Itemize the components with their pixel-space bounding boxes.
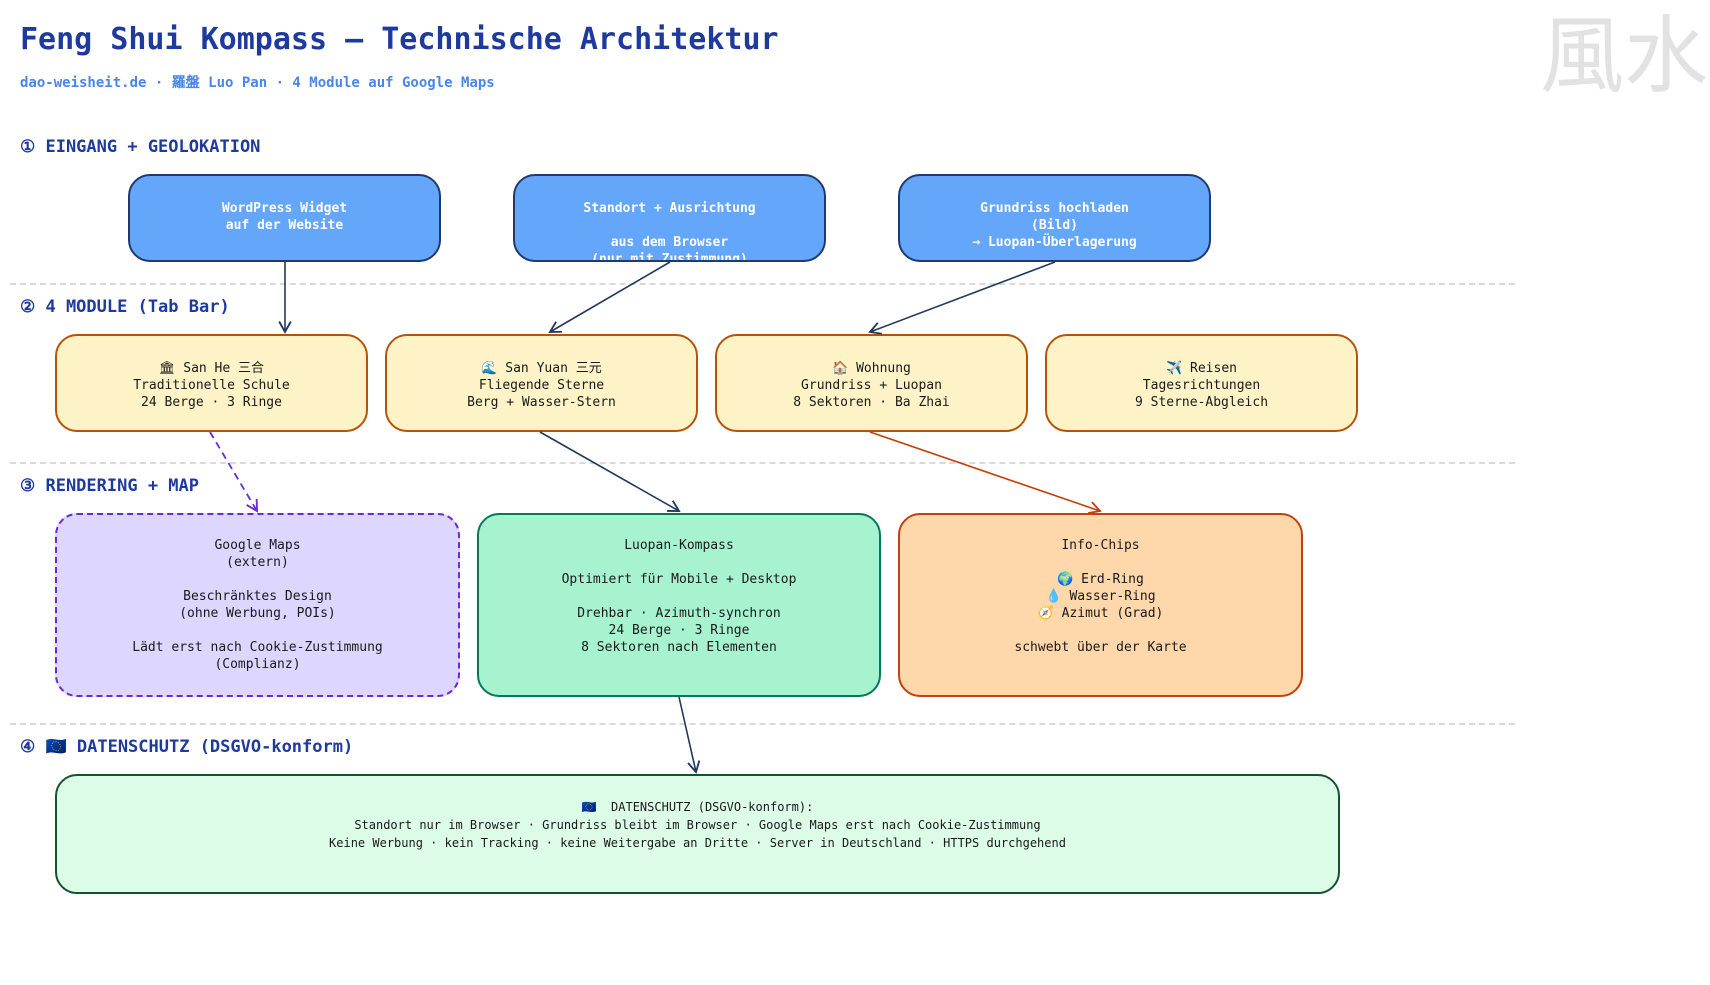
arrow-sanhe-to-maps <box>209 431 258 513</box>
page-subtitle: dao-weisheit.de · 羅盤 Luo Pan · 4 Module … <box>20 75 495 91</box>
node-label: ✈️ Reisen Tagesrichtungen 9 Sterne-Abgle… <box>1134 361 1269 410</box>
node-standort-ausrichtung: Standort + Ausrichtung aus dem Browser (… <box>513 174 826 262</box>
node-label: Luopan-Kompass Optimiert für Mobile + De… <box>561 538 797 655</box>
node-datenschutz: 🇪🇺 DATENSCHUTZ (DSGVO-konform): Standort… <box>55 774 1340 894</box>
page-title: Feng Shui Kompass — Technische Architekt… <box>20 22 779 57</box>
module-wohnung: 🏠 Wohnung Grundriss + Luopan 8 Sektoren … <box>715 334 1028 432</box>
watermark-feng-shui: 風水 <box>1540 7 1709 105</box>
arrow-grundriss-to-wohnung <box>868 261 1056 335</box>
node-label: 🏠 Wohnung Grundriss + Luopan 8 Sektoren … <box>793 361 950 410</box>
node-label: Info-Chips 🌍 Erd-Ring 💧 Wasser-Ring 🧭 Az… <box>1014 538 1187 655</box>
node-google-maps: Google Maps (extern) Beschränktes Design… <box>55 513 460 697</box>
node-luopan-kompass: Luopan-Kompass Optimiert für Mobile + De… <box>477 513 881 697</box>
node-label: Grundriss hochladen (Bild) → Luopan-Über… <box>972 201 1137 250</box>
node-label: 🏛 San He 三合 Traditionelle Schule 24 Berg… <box>133 361 290 410</box>
node-grundriss-hochladen: Grundriss hochladen (Bild) → Luopan-Über… <box>898 174 1211 262</box>
arrow-wohnung-to-chips <box>869 431 1102 515</box>
node-info-chips: Info-Chips 🌍 Erd-Ring 💧 Wasser-Ring 🧭 Az… <box>898 513 1303 697</box>
section-divider <box>10 462 1515 464</box>
node-label: Google Maps (extern) Beschränktes Design… <box>132 538 383 672</box>
arrow-sanyuan-to-luopan <box>539 431 681 512</box>
section-label-eingang: ① EINGANG + GEOLOKATION <box>20 137 261 157</box>
node-label: 🇪🇺 DATENSCHUTZ (DSGVO-konform): Standort… <box>329 800 1066 850</box>
node-wordpress-widget: WordPress Widget auf der Website <box>128 174 441 262</box>
node-label: WordPress Widget auf der Website <box>221 201 348 233</box>
arrow-standort-to-sanyuan <box>548 261 671 333</box>
section-label-datenschutz: ④ 🇪🇺 DATENSCHUTZ (DSGVO-konform) <box>20 737 354 757</box>
section-label-rendering: ③ RENDERING + MAP <box>20 476 199 496</box>
section-divider <box>10 723 1515 725</box>
node-label: Standort + Ausrichtung aus dem Browser (… <box>583 201 756 262</box>
module-reisen: ✈️ Reisen Tagesrichtungen 9 Sterne-Abgle… <box>1045 334 1358 432</box>
section-label-module: ② 4 MODULE (Tab Bar) <box>20 297 230 317</box>
node-label: 🌊 San Yuan 三元 Fliegende Sterne Berg + Wa… <box>467 361 616 410</box>
module-san-he: 🏛 San He 三合 Traditionelle Schule 24 Berg… <box>55 334 368 432</box>
module-san-yuan: 🌊 San Yuan 三元 Fliegende Sterne Berg + Wa… <box>385 334 698 432</box>
arrow-luopan-to-datenschutz <box>678 696 701 774</box>
section-divider <box>10 283 1515 285</box>
